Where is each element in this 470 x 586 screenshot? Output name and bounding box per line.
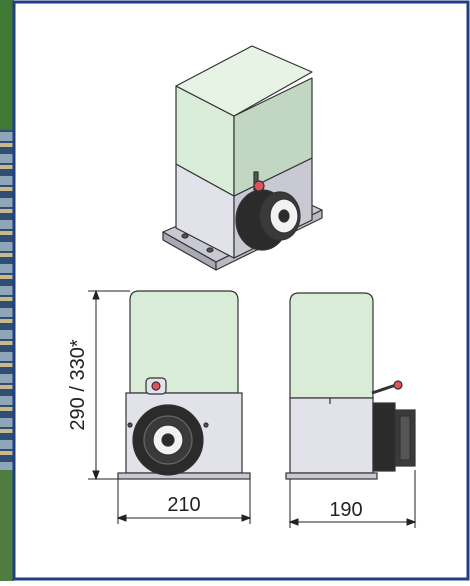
front-width-dimension-label: 210 [167,494,200,516]
side-gear-profile [372,402,396,472]
side-release-knob [393,380,403,390]
height-dimension-label: 290 / 330* [67,339,89,430]
motor-isometric-view [162,45,323,271]
side-width-dimension-label: 190 [329,499,362,521]
release-knob-icon [253,180,265,192]
side-cover [289,292,374,399]
front-cover [129,290,239,394]
iso-cover-side [233,77,313,197]
iso-cover-top [175,45,313,117]
background-photo-strip [0,0,14,581]
dimension-lines [88,289,417,528]
front-flange [117,472,251,480]
motor-side-view [285,292,416,480]
side-base [289,397,374,474]
motor-front-view [117,290,251,480]
